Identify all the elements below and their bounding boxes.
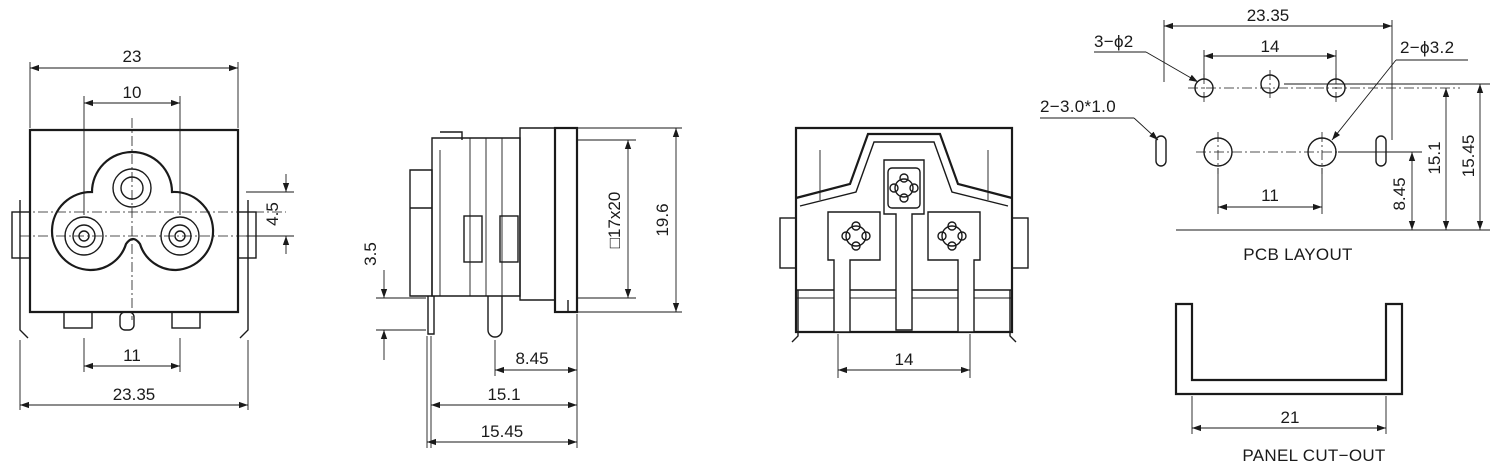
pcb-slot-right — [1375, 135, 1387, 167]
side-contact-1 — [463, 215, 483, 263]
rear-center-screw-icon — [889, 173, 919, 203]
pcb-label-slots: 2−3.0*1.0 — [1040, 97, 1116, 116]
front-left-leg — [19, 200, 29, 339]
rear-leg-right — [1009, 290, 1017, 343]
front-right-ear — [237, 211, 257, 259]
rear-left-screw-icon — [841, 221, 871, 251]
front-dim-10-text: 10 — [123, 83, 142, 102]
pcb-dim-11-text: 11 — [1261, 186, 1279, 205]
side-body-front — [519, 127, 556, 301]
side-flange — [553, 126, 579, 314]
panel-cutout-title: PANEL CUT−OUT — [1242, 446, 1385, 465]
side-dim-17x20-text: □17x20 — [605, 192, 624, 249]
front-dim-11-text: 11 — [123, 346, 141, 365]
rear-left-ear — [779, 217, 797, 269]
pcb-dim-14-text: 14 — [1261, 37, 1280, 56]
rear-inner-walls — [819, 150, 989, 200]
pcb-slot-left — [1155, 135, 1167, 167]
pcb-dim-2335-text: 23.35 — [1247, 6, 1290, 25]
side-view: 19.6 □17x20 3.5 8.45 15.1 15.45 — [361, 126, 682, 448]
panel-cutout: 21 PANEL CUT−OUT — [1174, 302, 1404, 465]
front-body-outline — [28, 128, 240, 314]
side-dim-196-text: 19.6 — [653, 203, 672, 236]
rear-center-terminal — [883, 159, 925, 331]
front-cloverleaf-outline — [50, 150, 215, 272]
pcb-dim-151-text: 15.1 — [1425, 141, 1444, 174]
rear-dim-14-text: 14 — [895, 350, 914, 369]
front-dim-45-text: 4.5 — [263, 202, 282, 226]
side-dim-151-text: 15.1 — [487, 385, 520, 404]
front-pin-left — [63, 311, 93, 329]
rear-center-screw-box — [887, 167, 921, 209]
side-dim-1545-text: 15.45 — [481, 422, 524, 441]
side-body-main — [431, 137, 521, 297]
rear-roof-inner — [799, 141, 1009, 207]
pcb-label-large-holes: 2−ϕ3.2 — [1400, 38, 1454, 57]
rear-left-terminal — [827, 211, 881, 333]
pcb-dim-1545-text: 15.45 — [1459, 135, 1478, 178]
side-dim-845-text: 8.45 — [515, 349, 548, 368]
side-body-top-step — [440, 131, 463, 140]
panel-cutout-outline — [1174, 302, 1404, 396]
rear-right-terminal — [927, 211, 981, 333]
rear-view: 14 — [779, 126, 1029, 378]
pcb-leader-small — [1145, 51, 1199, 83]
side-pin-mid — [487, 296, 503, 338]
rear-roof-outer — [795, 132, 1013, 200]
front-right-leg — [239, 200, 249, 339]
pcb-leader-large — [1331, 59, 1397, 141]
front-dim-2335-text: 23.35 — [113, 385, 156, 404]
pcb-layout-title: PCB LAYOUT — [1243, 245, 1352, 264]
front-dim-23-text: 23 — [123, 47, 142, 66]
front-pin-right — [171, 311, 201, 329]
rear-leg-left — [791, 290, 799, 343]
pcb-leader-slot — [1133, 117, 1159, 141]
pcb-dim-845-text: 8.45 — [1390, 177, 1409, 210]
pcb-label-small-holes: 3−ϕ2 — [1094, 32, 1134, 51]
side-body-rear-block — [409, 169, 433, 297]
side-pin-rear — [427, 296, 435, 335]
rear-right-ear — [1011, 217, 1029, 269]
panel-dim-21-text: 21 — [1281, 408, 1300, 427]
front-pin-center — [119, 311, 135, 331]
front-view: 23 10 11 23.35 4.5 — [11, 47, 294, 410]
front-left-ear — [11, 211, 31, 259]
pcb-layout: 23.35 14 3−ϕ2 2−ϕ3.2 2−3.0*1.0 — [1040, 6, 1490, 264]
side-contact-2 — [499, 215, 519, 263]
side-dim-35-text: 3.5 — [361, 242, 380, 266]
rear-right-screw-icon — [937, 221, 967, 251]
